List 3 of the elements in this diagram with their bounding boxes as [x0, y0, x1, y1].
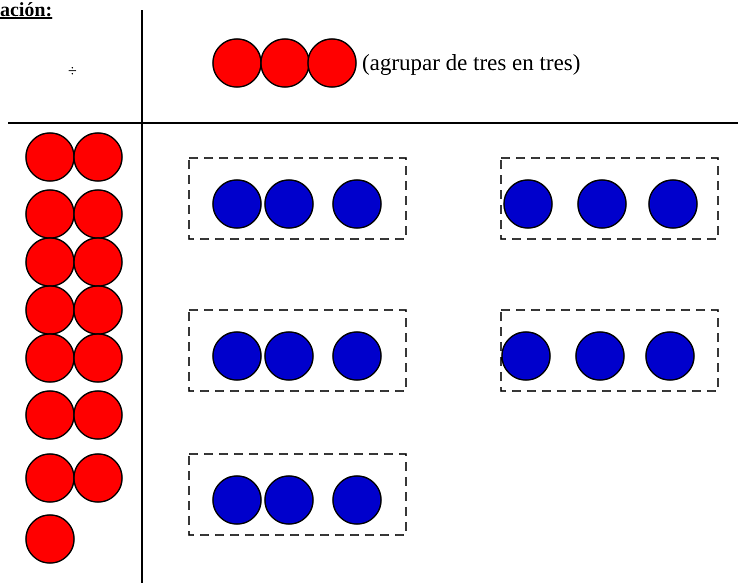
- heading: ación:: [0, 0, 52, 20]
- instruction-text: (agrupar de tres en tres): [362, 51, 580, 74]
- division-sign: ÷: [68, 64, 77, 80]
